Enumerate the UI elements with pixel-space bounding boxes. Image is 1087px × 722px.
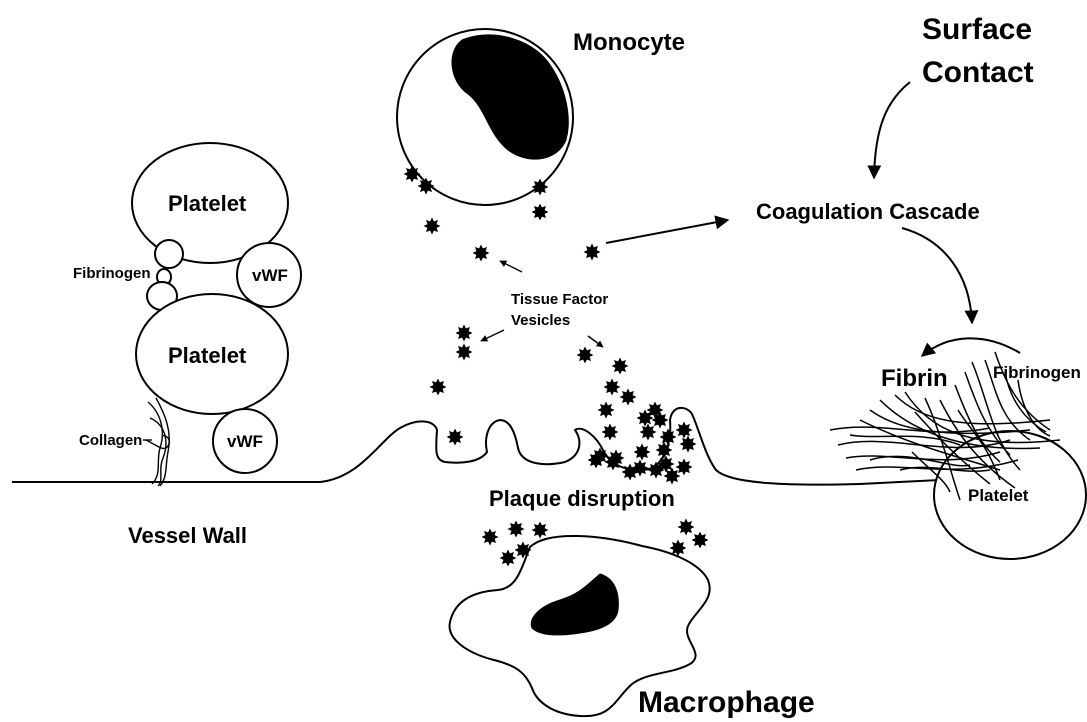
tissue-factor-vesicle bbox=[605, 454, 622, 471]
vessel-wall-line bbox=[12, 408, 940, 485]
tissue-factor-vesicle bbox=[532, 204, 549, 221]
label-fibrin: Fibrin bbox=[881, 365, 948, 392]
tissue-factor-vesicle bbox=[447, 429, 464, 446]
tissue-factor-vesicle bbox=[456, 325, 473, 342]
tissue-factor-vesicle bbox=[604, 379, 621, 396]
tissue-factor-vesicle bbox=[584, 244, 601, 261]
tissue-factor-vesicle bbox=[670, 540, 687, 557]
label-platelet-right: Platelet bbox=[968, 486, 1029, 505]
tissue-factor-vesicle bbox=[532, 522, 549, 539]
tissue-factor-vesicle bbox=[602, 424, 619, 441]
label-fibrinogen-left: Fibrinogen bbox=[73, 265, 151, 282]
label-platelet-middle: Platelet bbox=[168, 343, 247, 368]
tissue-factor-vesicle bbox=[620, 389, 637, 406]
tissue-factor-vesicle bbox=[456, 344, 473, 361]
label-vwf-top: vWF bbox=[252, 266, 288, 285]
arrow-vesicles-to-cascade bbox=[606, 220, 728, 243]
tissue-factor-vesicle bbox=[652, 412, 669, 429]
label-plaque-disruption: Plaque disruption bbox=[489, 486, 675, 511]
arrow-tf-up bbox=[500, 261, 522, 272]
tissue-factor-vesicle bbox=[515, 542, 532, 559]
arrow-surface-to-cascade bbox=[874, 82, 910, 178]
tissue-factor-vesicle bbox=[430, 379, 447, 396]
label-macrophage: Macrophage bbox=[638, 686, 815, 719]
arrow-tf-right bbox=[588, 336, 603, 347]
tissue-factor-vesicle bbox=[640, 424, 657, 441]
label-vesicles: Vesicles bbox=[511, 312, 570, 329]
tissue-factor-vesicle bbox=[676, 422, 693, 439]
tissue-factor-vesicle bbox=[678, 519, 695, 536]
tissue-factor-vesicle bbox=[508, 521, 525, 538]
tissue-factor-vesicle bbox=[692, 532, 709, 549]
tissue-factor-vesicle bbox=[532, 179, 549, 196]
tissue-factor-vesicle bbox=[632, 460, 649, 477]
tissue-factor-vesicle bbox=[418, 178, 435, 195]
arrow-fibrinogen-to-fibrin bbox=[922, 338, 1020, 356]
label-vessel-wall: Vessel Wall bbox=[128, 523, 247, 548]
tissue-factor-vesicle bbox=[648, 462, 665, 479]
tissue-factor-vesicle bbox=[404, 166, 421, 183]
fibrinogen-blob-1 bbox=[155, 240, 183, 268]
label-platelet-top: Platelet bbox=[168, 191, 247, 216]
arrow-cascade-to-fibrin bbox=[902, 228, 972, 323]
label-fibrinogen-right: Fibrinogen bbox=[993, 363, 1081, 382]
tissue-factor-vesicle bbox=[634, 444, 651, 461]
tissue-factor-vesicle bbox=[676, 459, 693, 476]
tissue-factor-vesicle bbox=[598, 402, 615, 419]
tissue-factor-vesicle bbox=[500, 550, 517, 567]
tissue-factor-vesicle bbox=[473, 245, 490, 262]
tissue-factor-vesicle bbox=[424, 218, 441, 235]
label-surface: Surface bbox=[922, 13, 1032, 46]
label-contact: Contact bbox=[922, 56, 1034, 89]
tissue-factor-vesicle bbox=[656, 442, 673, 459]
tissue-factor-vesicle bbox=[660, 429, 677, 446]
label-tissue-factor: Tissue Factor bbox=[511, 291, 608, 308]
label-vwf-bottom: vWF bbox=[227, 432, 263, 451]
tissue-factor-vesicle bbox=[664, 468, 681, 485]
arrow-tf-left bbox=[481, 330, 504, 341]
tissue-factor-vesicle bbox=[680, 436, 697, 453]
label-collagen: Collagen bbox=[79, 432, 142, 449]
label-monocyte: Monocyte bbox=[573, 29, 685, 56]
tissue-factor-vesicle bbox=[482, 529, 499, 546]
collagen-fibers bbox=[146, 398, 169, 486]
tissue-factor-vesicle bbox=[637, 410, 654, 427]
tissue-factor-vesicle bbox=[577, 347, 594, 364]
label-coagulation-cascade: Coagulation Cascade bbox=[756, 199, 980, 224]
tissue-factor-vesicle bbox=[612, 358, 629, 375]
